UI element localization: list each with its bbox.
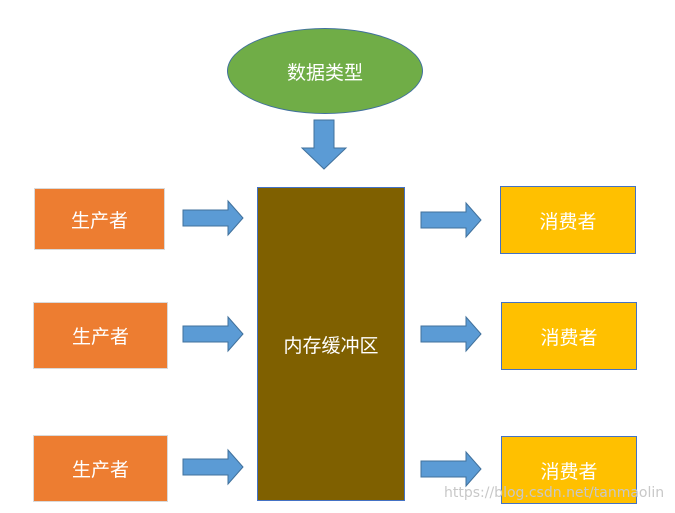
producer-box-3: 生产者 [33, 435, 168, 502]
consumer-box-1: 消费者 [500, 186, 636, 254]
data-type-ellipse: 数据类型 [227, 28, 423, 114]
producer-label: 生产者 [70, 209, 128, 232]
data-type-label: 数据类型 [286, 61, 363, 84]
watermark-text: https://blog.csdn.net/tanmaolin [444, 485, 665, 501]
memory-buffer-label: 内存缓冲区 [283, 334, 379, 357]
consumer-arrow-1 [420, 201, 482, 239]
producer-label: 生产者 [71, 459, 129, 481]
consumer-box-3: 消费者 [501, 436, 637, 504]
producer-label: 生产者 [71, 326, 129, 348]
consumer-label: 消费者 [540, 460, 598, 483]
producer-arrow-2 [182, 315, 244, 353]
producer-arrow-3 [182, 448, 244, 486]
consumer-arrow-2 [420, 315, 482, 353]
producer-box-1: 生产者 [34, 188, 165, 250]
consumer-label: 消费者 [539, 210, 597, 233]
memory-buffer-box: 内存缓冲区 [257, 187, 405, 501]
producer-box-2: 生产者 [33, 302, 168, 369]
down-arrow [300, 119, 348, 170]
consumer-label: 消费者 [540, 326, 598, 349]
consumer-arrow-3 [420, 450, 482, 488]
producer-arrow-1 [182, 199, 244, 237]
consumer-box-2: 消费者 [501, 302, 637, 370]
